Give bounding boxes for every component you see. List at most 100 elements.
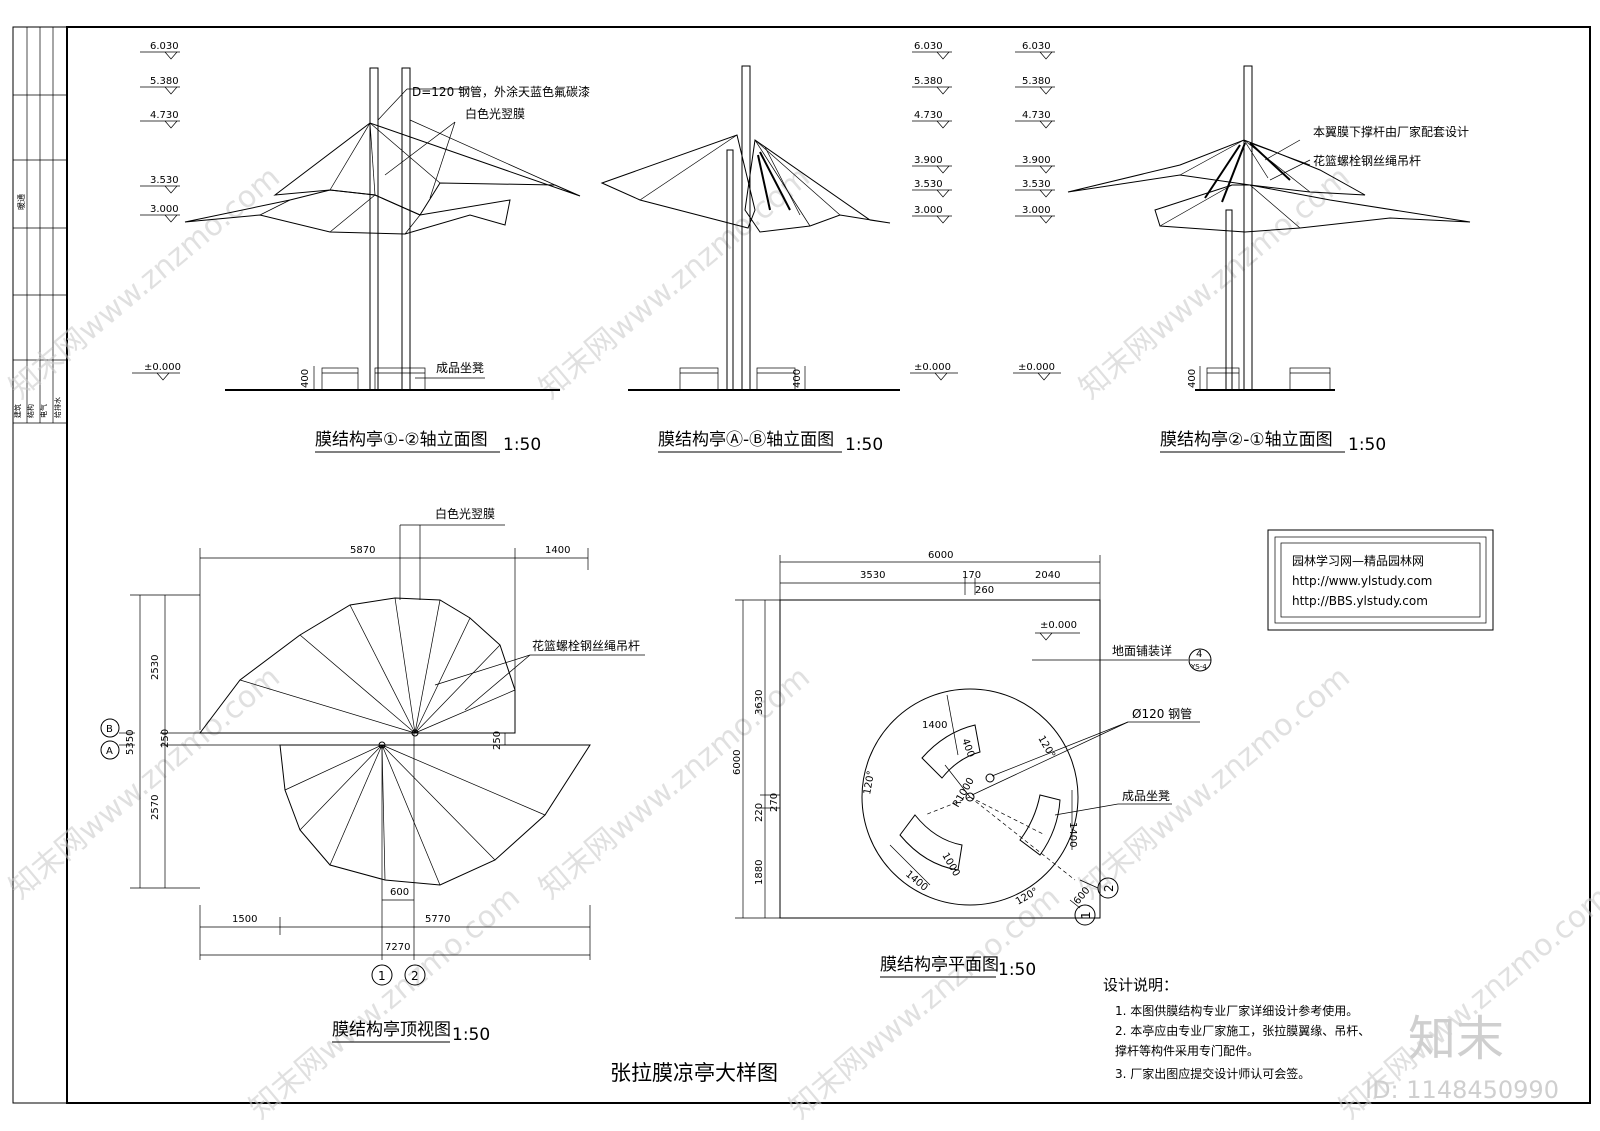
elevation-title-1: 膜结构亭①-②轴立面图: [315, 430, 488, 450]
level-label: 6.030: [914, 41, 943, 52]
dim-label: 400: [959, 737, 976, 759]
dim-label: 6000: [732, 750, 743, 775]
bench-note: 成品坐凳: [436, 360, 484, 375]
watermark-layer: 知末网www.znzmo.com 知末网www.znzmo.com 知末网www…: [3, 160, 1600, 1126]
bench-height-dim: 400: [1187, 369, 1198, 388]
level-marks: 6.030 5.380 4.730 3.530 3.000 ±0.000: [132, 41, 181, 381]
dim-label: 220: [754, 803, 765, 822]
pipe-note: Ø120 钢管: [1132, 706, 1192, 721]
website-stamp: 园林学习网—精品园林网 http://www.ylstudy.com http:…: [1267, 529, 1494, 631]
bench-height-dim: 400: [300, 369, 311, 388]
level-label: 4.730: [1022, 110, 1051, 121]
note-item-1: 1. 本图供膜结构专业厂家详细设计参考使用。: [1115, 1003, 1358, 1018]
plan-view: 6000 3530 170 2040 260 3630 6000 270 220…: [732, 550, 1212, 980]
level-label: 4.730: [914, 110, 943, 121]
level-label: 5.380: [914, 76, 943, 87]
level-label: 3.530: [1022, 179, 1051, 190]
elevation-view-3: 6.030 5.380 4.730 3.900 3.530 3.000 ±0.0…: [1013, 41, 1471, 455]
plan-view-scale: 1:50: [998, 960, 1036, 980]
side-label-hvac: 暖通: [16, 194, 26, 210]
level-label: 3.530: [150, 175, 179, 186]
dim-label: 250: [160, 729, 171, 748]
elevation-title-3: 膜结构亭②-①轴立面图: [1160, 430, 1333, 450]
side-label-struct: 结构: [26, 404, 35, 418]
watermark-text: 知末网www.znzmo.com: [783, 880, 1067, 1126]
watermark-text: 知末网www.znzmo.com: [533, 160, 817, 406]
dim-label: 1400: [922, 720, 947, 731]
plan-view-title: 膜结构亭平面图: [880, 955, 999, 975]
elevation-scale-2: 1:50: [845, 435, 883, 455]
level-marks: 6.030 5.380 4.730 3.900 3.530 3.000 ±0.0…: [910, 41, 958, 381]
top-turnbuckle-label: 花篮螺栓钢丝绳吊杆: [532, 638, 640, 653]
level-label: 6.030: [150, 41, 179, 52]
level-label: ±0.000: [1018, 362, 1055, 373]
elevation-view-2: 400 6.030 5.380 4.730 3.900 3.530 3.000 …: [600, 41, 958, 455]
top-view-scale: 1:50: [452, 1025, 490, 1045]
note-item-2: 2. 本亭应由专业厂家施工，张拉膜翼缘、吊杆、: [1115, 1023, 1370, 1038]
steel-pipe-note: D=120 钢管，外涂天蓝色氟碳漆: [412, 84, 590, 99]
dim-label: R1000: [951, 776, 977, 810]
angle-label: 120°: [1035, 734, 1057, 760]
design-notes: 设计说明： 1. 本图供膜结构专业厂家详细设计参考使用。 2. 本亭应由专业厂家…: [1103, 976, 1370, 1081]
axis-b-label: B: [106, 724, 113, 735]
level-label: 3.900: [914, 155, 943, 166]
dim-label: 7270: [385, 942, 410, 953]
dim-label: 600: [390, 887, 409, 898]
dim-label: 250: [492, 731, 503, 750]
stamp-line-2: http://www.ylstudy.com: [1292, 574, 1432, 588]
top-view-title: 膜结构亭顶视图: [332, 1020, 451, 1040]
elevation-title-2: 膜结构亭Ⓐ-Ⓑ轴立面图: [658, 430, 834, 450]
bench-height-dim: 400: [792, 369, 803, 388]
plan-axis-2: 2: [1102, 884, 1116, 892]
elevation-scale-1: 1:50: [503, 435, 541, 455]
top-view: 白色光翌膜 5870 1400 花篮螺栓钢丝绳吊杆: [100, 506, 645, 1045]
level-label: 5.380: [150, 76, 179, 87]
level-label: 4.730: [150, 110, 179, 121]
level-label: 3.900: [1022, 155, 1051, 166]
watermark-text: 知末网www.znzmo.com: [1073, 660, 1357, 906]
watermark-text: 知末网www.znzmo.com: [533, 660, 817, 906]
level-label: 5.380: [1022, 76, 1051, 87]
level-label: ±0.000: [144, 362, 181, 373]
level-label: 3.000: [1022, 205, 1051, 216]
dim-label: 3630: [754, 690, 765, 715]
side-label-water: 给排水: [53, 397, 62, 418]
level-label: ±0.000: [914, 362, 951, 373]
note-item-3: 撑杆等构件采用专门配件。: [1115, 1043, 1259, 1058]
level-label: 3.000: [150, 204, 179, 215]
dim-label: 1400: [545, 545, 570, 556]
detail-sheet: YS-4: [1190, 663, 1207, 671]
membrane-note: 白色光翌膜: [465, 106, 525, 121]
stamp-line-3: http://BBS.ylstudy.com: [1292, 594, 1428, 608]
level-marks: 6.030 5.380 4.730 3.900 3.530 3.000 ±0.0…: [1013, 41, 1061, 381]
side-label-arch: 建筑: [13, 404, 22, 418]
dim-label: 3530: [860, 570, 885, 581]
side-label-elec: 电气: [39, 404, 48, 418]
watermark-text: 知末网www.znzmo.com: [3, 660, 287, 906]
dim-label: 1400: [1067, 822, 1078, 847]
dim-label: 260: [975, 585, 994, 596]
turnbuckle-note: 花篮螺栓钢丝绳吊杆: [1313, 153, 1421, 168]
elevation-scale-3: 1:50: [1348, 435, 1386, 455]
dim-label: 5870: [350, 545, 375, 556]
plan-axis-1: 1: [1079, 911, 1093, 919]
dim-label: 1400: [903, 869, 930, 894]
axis-a-label: A: [106, 746, 113, 757]
sheet-frame: 暖通 建筑 结构 电气 给排水: [12, 26, 1591, 1104]
dim-label: 1880: [754, 860, 765, 885]
dim-label: 270: [769, 793, 780, 812]
plan-level: ±0.000: [1040, 620, 1077, 631]
level-label: 3.000: [914, 205, 943, 216]
axis-2-label: 2: [411, 969, 419, 983]
dim-label: 2040: [1035, 570, 1060, 581]
dim-label: 2530: [150, 655, 161, 680]
dim-label: 5770: [425, 914, 450, 925]
watermark-text: 知末网www.znzmo.com: [243, 880, 527, 1126]
dim-label: 6000: [928, 550, 953, 561]
elevation-view-1: 6.030 5.380 4.730 3.530 3.000 ±0.000: [132, 41, 590, 455]
notes-heading: 设计说明：: [1103, 976, 1178, 994]
dim-label: 170: [962, 570, 981, 581]
stamp-line-1: 园林学习网—精品园林网: [1292, 553, 1424, 568]
angle-label: 120°: [862, 770, 877, 796]
